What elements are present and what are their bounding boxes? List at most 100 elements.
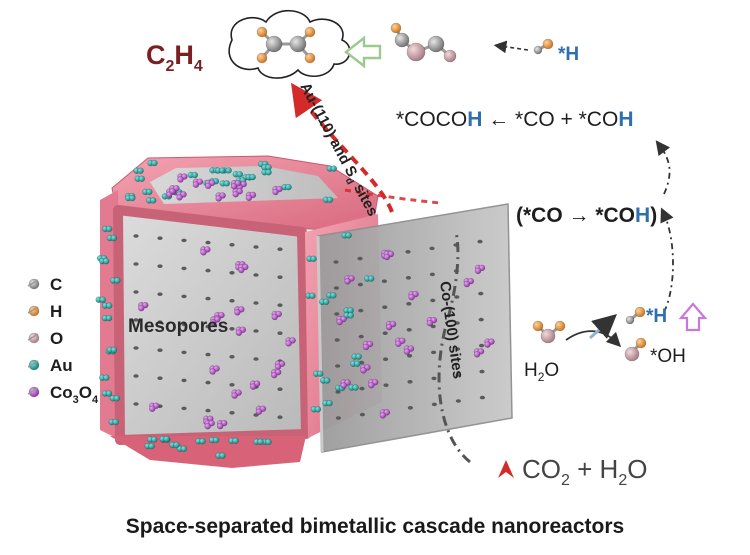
au-nanoparticle [350,361,360,367]
pore [277,247,282,251]
au-nanoparticle [320,377,330,383]
shell-bottom [110,436,306,468]
pore [335,338,340,342]
pore [157,376,162,380]
pore [430,299,435,303]
pore [181,379,186,383]
pore [157,292,162,296]
hydrogenation-up-arrow [664,214,673,312]
h-atom-top [534,39,553,54]
hydrogen-atom [543,39,553,49]
pore [336,416,341,420]
pore [205,353,210,357]
au-nanoparticle [305,293,315,299]
legend-label: O [50,329,63,348]
pore [480,396,485,400]
mesopores-label: Mesopores [128,316,228,337]
au-nanoparticle [96,297,106,303]
au-nanoparticle [215,167,225,173]
au-nanoparticle [148,160,158,166]
pore [359,335,364,339]
au-nanoparticle [102,390,112,396]
feed-label: CO2 + H2O [522,454,647,489]
pore [431,377,436,381]
pore [360,413,365,417]
pore [133,234,138,238]
au-nanoparticle [135,176,145,182]
pore [253,245,258,249]
au-nanoparticle [220,180,230,186]
pore [478,292,483,296]
legend-item: C [28,275,62,294]
pore [181,407,186,411]
au-nanoparticle [102,315,112,321]
carbon-atom [290,36,306,52]
au-nanoparticle [110,395,120,401]
pore [205,297,210,301]
pore [335,364,340,368]
hydrogen-atom [636,338,646,348]
au-nanoparticle [147,436,157,442]
au-nanoparticle [209,437,219,443]
pore [205,381,210,385]
hydrogen-atom [533,321,543,331]
au-nanoparticle [349,385,359,391]
au-nanoparticle [233,171,243,177]
pore [133,262,138,266]
hollow-up-arrow-icon [681,304,705,330]
cocoh-intermediate-molecule [391,23,456,62]
au-nanoparticle [342,232,352,238]
pore [405,250,410,254]
pore [358,309,363,313]
h-atom-side [626,307,645,324]
au-nanoparticle [160,436,170,442]
pore [456,399,461,403]
au-nanoparticle [282,184,292,190]
pore [133,290,138,294]
legend-item: H [28,302,62,321]
au-nanoparticle [313,371,323,377]
oh-molecule [625,338,646,361]
pore [229,271,234,275]
legend-label: Au [50,356,73,375]
pore [157,264,162,268]
pore [253,329,258,333]
pore [334,312,339,316]
au-nanoparticle [246,174,256,180]
pore [181,295,186,299]
au-nanoparticle [145,443,155,449]
au-nanoparticle [134,168,144,174]
pore [383,331,388,335]
pore [333,260,338,264]
pore [432,403,437,407]
hydrogen-atom [257,53,267,63]
pore [357,257,362,261]
legend-label: Co3O4 [50,383,99,406]
au-nanoparticle [99,375,109,381]
au-nanoparticle [216,453,226,459]
au-nanoparticle [110,277,120,283]
h-top-label: *H [558,44,579,65]
au-nanoparticle [107,347,117,353]
pore [429,247,434,251]
pore [479,370,484,374]
au-nanoparticle [327,166,337,172]
pore [382,279,387,283]
hydrogen-atom [555,321,565,331]
pore [181,239,186,243]
oxygen-atom [625,347,639,361]
pore [383,383,388,387]
coupling-up-arrow [660,146,670,194]
oxygen-atom [407,43,425,61]
legend-item: Co3O4 [28,383,99,406]
pore [277,387,282,391]
au-nanoparticle [352,354,362,360]
pore [406,276,411,280]
pore [133,374,138,378]
carbon-atom [534,46,542,54]
pore [229,299,234,303]
water-molecule [533,321,565,343]
pore [253,273,258,277]
